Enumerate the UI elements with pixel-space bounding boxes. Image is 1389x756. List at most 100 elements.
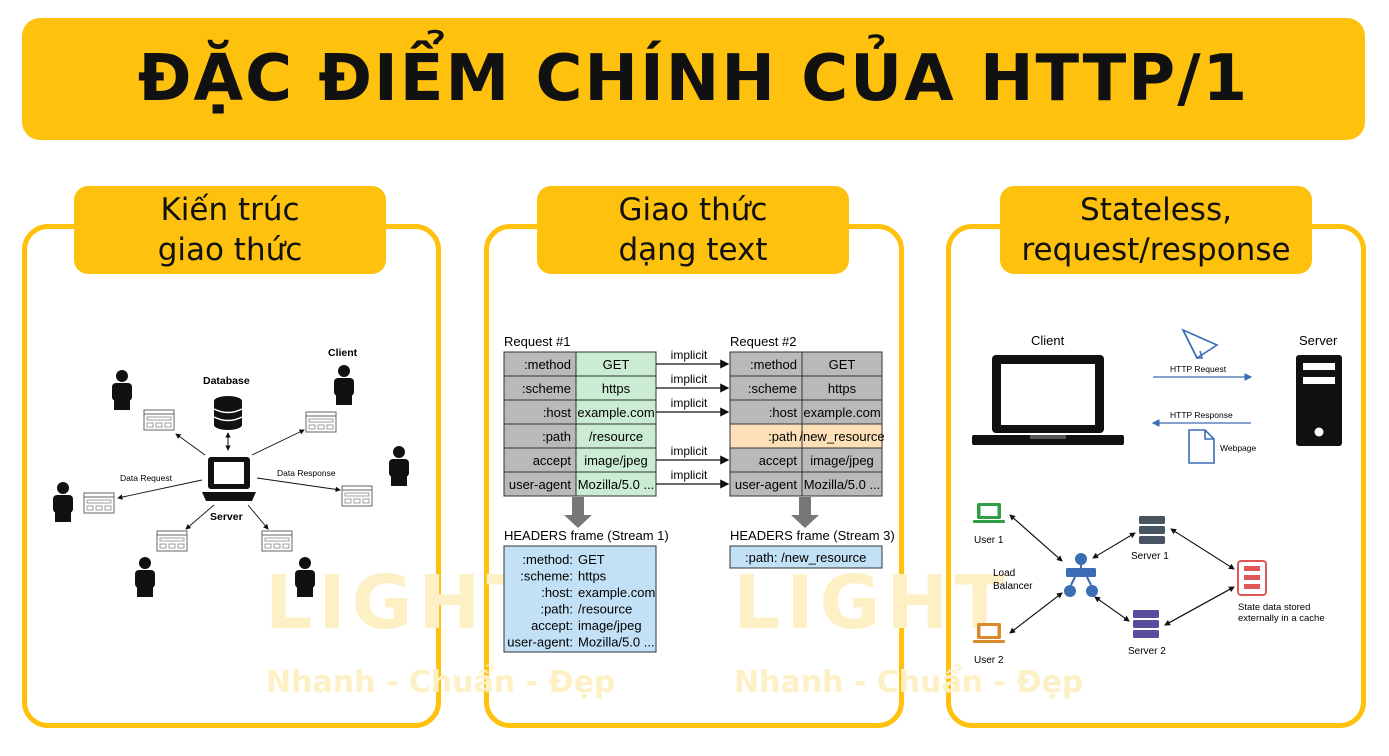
tab-text-protocol: Giao thức dạng text xyxy=(537,186,849,274)
req2-value: /new_resource xyxy=(799,429,884,444)
headers1-block: :method: GET :scheme: https :host: example.co… xyxy=(507,552,655,650)
req2-key-cell xyxy=(729,399,803,425)
req1-key: user-agent xyxy=(509,477,572,492)
req2-value: example.com xyxy=(803,405,880,420)
architecture-diagram: Client Database Server Data Request Data… xyxy=(53,347,409,597)
req1-value: example.com xyxy=(577,405,654,420)
req2-key-cell xyxy=(729,423,803,449)
req2-key: accept xyxy=(759,453,798,468)
req2-value: Mozilla/5.0 ... xyxy=(804,477,881,492)
user1-label: User 1 xyxy=(974,535,1004,546)
http-response-label: HTTP Response xyxy=(1170,410,1233,420)
server-laptop-icon xyxy=(202,457,256,501)
person-icon xyxy=(135,557,155,597)
paper-plane-icon xyxy=(1181,328,1219,360)
client-label: Client xyxy=(328,347,358,359)
req2-key-cell xyxy=(729,351,803,377)
server2-icon xyxy=(1133,610,1159,638)
window-icon xyxy=(341,485,373,507)
headers1-value: /resource xyxy=(578,602,632,617)
user2-laptop-icon xyxy=(973,623,1005,643)
down-arrow-icon xyxy=(564,497,592,528)
user2-label: User 2 xyxy=(974,655,1004,666)
req1-key: :method xyxy=(524,357,571,372)
headers1-key: accept: xyxy=(531,618,573,633)
req2-value: GET xyxy=(829,357,856,372)
headers1-title: HEADERS frame (Stream 1) xyxy=(504,528,669,543)
req1-value: image/jpeg xyxy=(584,453,648,468)
req2-key-cell xyxy=(729,375,803,401)
req2-key: :method xyxy=(750,357,797,372)
req1-value: GET xyxy=(603,357,630,372)
req2-value: https xyxy=(828,381,857,396)
req1-key-cell xyxy=(503,423,577,449)
implicit-label: implicit xyxy=(671,348,708,362)
person-icon xyxy=(295,557,315,597)
server-label: Server xyxy=(210,511,243,523)
headers1-value: Mozilla/5.0 ... xyxy=(578,635,655,650)
req2-key: :host xyxy=(769,405,798,420)
implicit-label: implicit xyxy=(671,468,708,482)
data-request-label: Data Request xyxy=(120,473,173,483)
req1-value-cell xyxy=(575,447,657,473)
req1-value: /resource xyxy=(589,429,643,444)
window-icon xyxy=(305,411,337,433)
data-response-label: Data Response xyxy=(277,468,336,478)
watermark-slogan-2: Nhanh - Chuẩn - Đẹp xyxy=(734,665,1084,700)
webpage-label: Webpage xyxy=(1220,443,1257,453)
req1-key: accept xyxy=(533,453,572,468)
panel-stateless xyxy=(946,224,1366,728)
req1-value-cell xyxy=(575,423,657,449)
headers1-value: example.com xyxy=(578,585,655,600)
headers1-value: https xyxy=(578,569,607,584)
person-icon xyxy=(112,370,132,410)
req2-value-cell xyxy=(801,399,883,425)
req1-value-cell xyxy=(575,375,657,401)
req1-value: Mozilla/5.0 ... xyxy=(578,477,655,492)
req1-key: :path xyxy=(542,429,571,444)
headers3-title: HEADERS frame (Stream 3) xyxy=(730,528,895,543)
request1-title: Request #1 xyxy=(504,334,571,349)
tab-architecture: Kiến trúc giao thức xyxy=(74,186,386,274)
req2-key: user-agent xyxy=(735,477,798,492)
server-label: Server xyxy=(1299,333,1338,348)
headers1-key: :method: xyxy=(522,552,573,567)
http-request-label: HTTP Request xyxy=(1170,364,1227,374)
req2-key: :path xyxy=(768,429,797,444)
headers1-key: :host: xyxy=(541,585,573,600)
req1-key: :host xyxy=(543,405,572,420)
watermark-slogan: Nhanh - Chuẩn - Đẹp xyxy=(266,665,616,700)
req2-key: :scheme xyxy=(748,381,797,396)
cache-label-1: State data stored xyxy=(1238,602,1310,613)
request2-title: Request #2 xyxy=(730,334,797,349)
req1-value: https xyxy=(602,381,631,396)
load-balancer-label-2: Balancer xyxy=(993,581,1033,592)
headers1-key: :scheme: xyxy=(520,569,573,584)
implicit-label: implicit xyxy=(671,396,708,410)
window-icon xyxy=(143,409,175,431)
req2-value-cell xyxy=(801,423,883,449)
stateless-diagram: Client Server HTTP Request HTTP Response… xyxy=(972,328,1342,666)
user1-laptop-icon xyxy=(973,503,1005,523)
client-label: Client xyxy=(1031,333,1065,348)
window-icon xyxy=(83,492,115,514)
req1-key-cell xyxy=(503,399,577,425)
server2-label: Server 2 xyxy=(1128,646,1166,657)
window-icon xyxy=(156,530,188,552)
laptop-icon xyxy=(972,355,1124,445)
server1-label: Server 1 xyxy=(1131,551,1169,562)
tab-stateless: Stateless, request/response xyxy=(1000,186,1312,274)
cache-icon xyxy=(1237,560,1267,596)
implicit-label: implicit xyxy=(671,372,708,386)
load-balancer-icon xyxy=(1064,553,1098,597)
headers1-value: GET xyxy=(578,552,605,567)
request2-table: :method GET :scheme https :host example.com :p… xyxy=(729,351,885,497)
server1-icon xyxy=(1139,516,1165,544)
server-tower-icon xyxy=(1296,355,1342,446)
network-arrows xyxy=(1009,514,1235,634)
watermark-brand-2: LIGHT xyxy=(733,560,1011,646)
headers1-key: :path: xyxy=(540,602,573,617)
